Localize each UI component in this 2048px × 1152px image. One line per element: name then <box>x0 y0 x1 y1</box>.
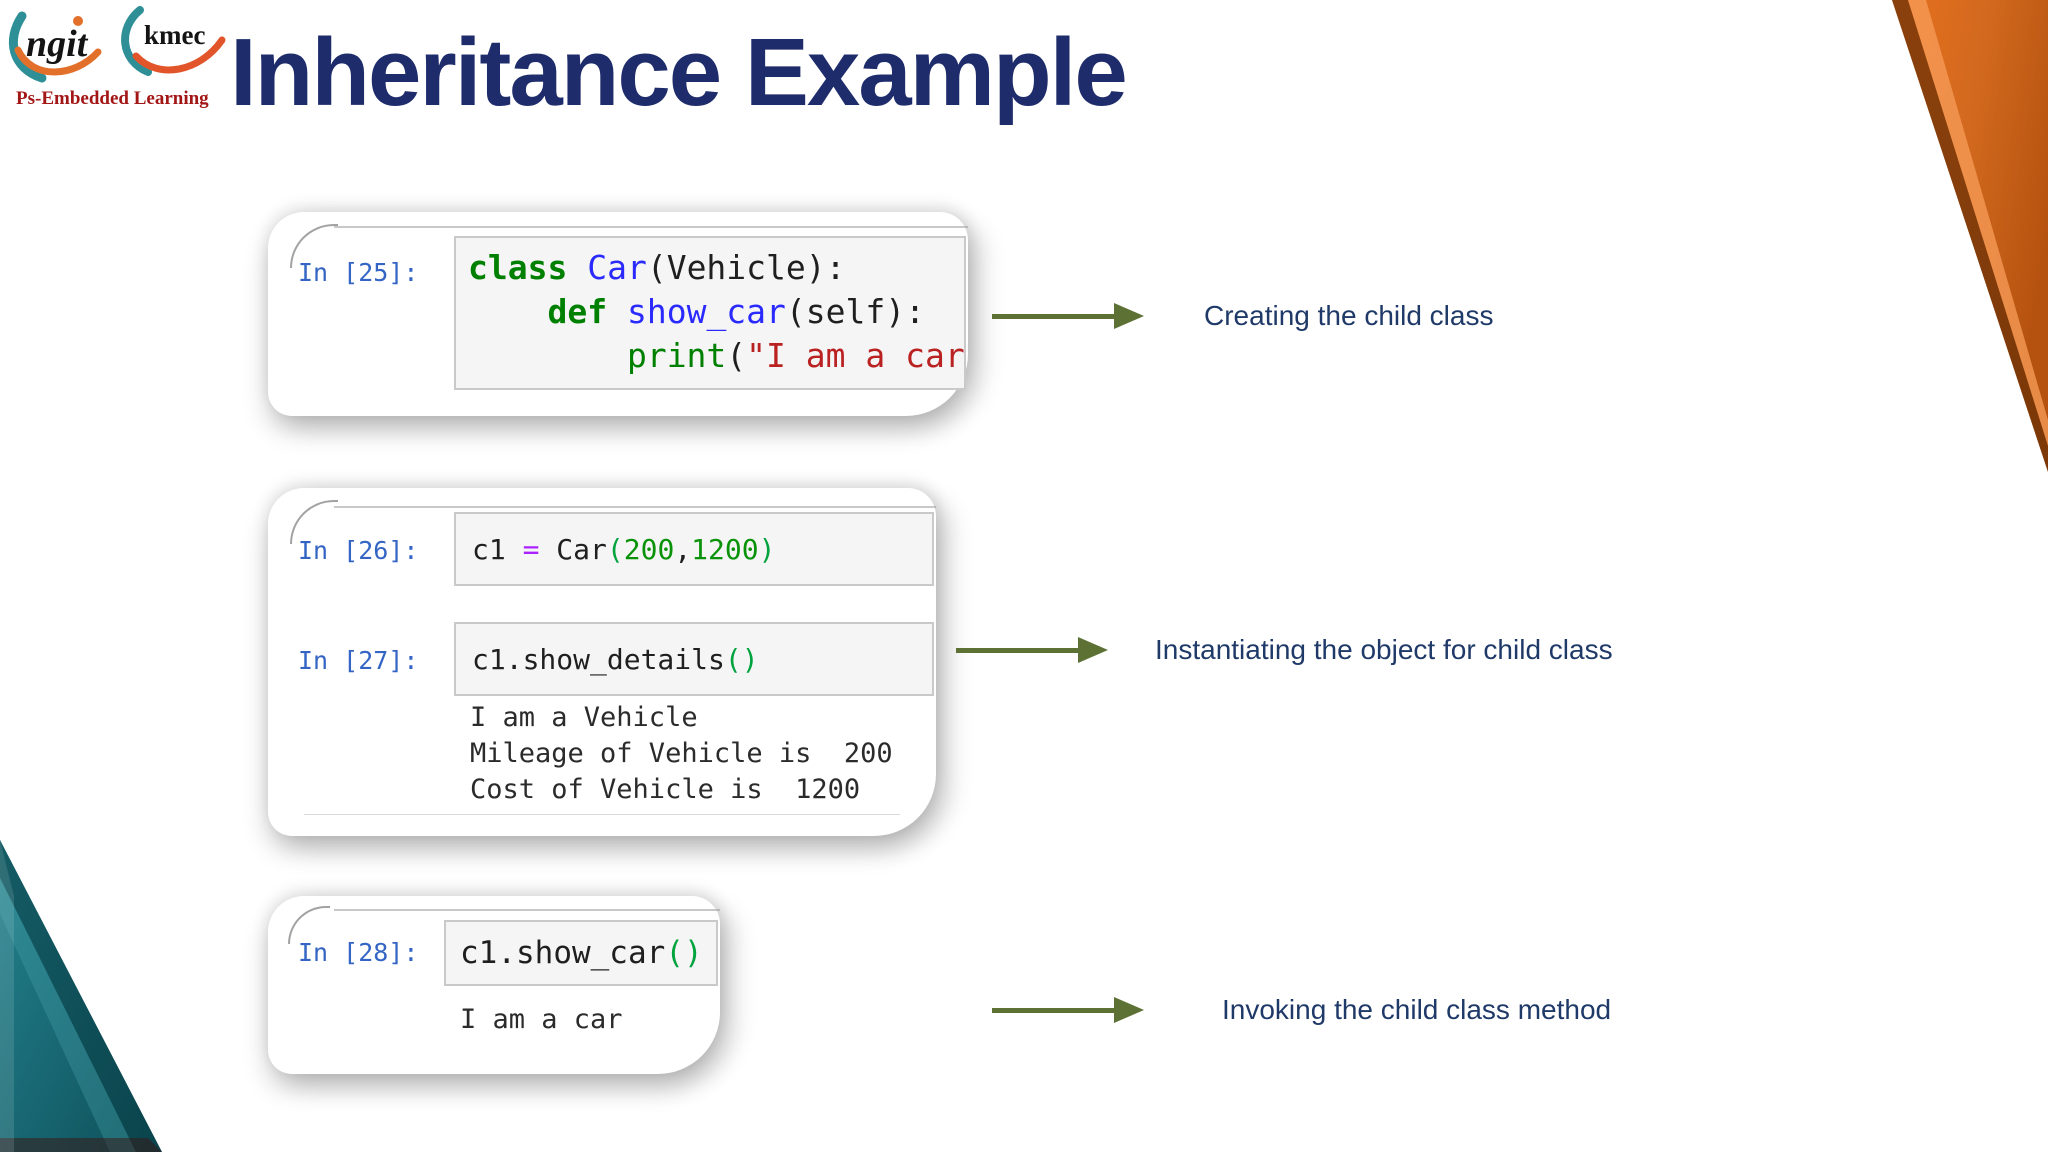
ngit-i-dot <box>73 16 83 26</box>
cell-prompt: In [25]: <box>298 258 419 287</box>
arrow-head-icon <box>1114 303 1144 329</box>
ngit-logo-text: ngit <box>26 23 89 65</box>
annotation-arrow <box>992 303 1144 329</box>
teal-corner-triangle <box>0 840 162 1152</box>
output-line: Cost of Vehicle is 1200 <box>470 774 861 805</box>
cell-top-border <box>334 226 968 228</box>
code-input-area: class Car(Vehicle): def show_car(self): … <box>454 236 966 390</box>
annotation-label: Creating the child class <box>1204 300 1494 331</box>
arrow-head-icon <box>1078 637 1108 663</box>
notebook-cell-card-2: In [26]: c1 = Car(200,1200) In [27]: c1.… <box>268 488 936 836</box>
annotation-label: Instantiating the object for child class <box>1155 634 1613 665</box>
code-line: def show_car(self): <box>547 292 925 331</box>
ngit-logo: ngit <box>8 11 102 83</box>
arrow-line <box>992 313 1114 319</box>
notebook-cell-card-1: In [25]: class Car(Vehicle): def show_ca… <box>268 212 968 416</box>
ngit-orange-swoosh <box>14 46 102 76</box>
kmec-orange-swoosh <box>132 36 226 74</box>
ngit-teal-swoosh <box>8 11 47 83</box>
cell-top-border <box>334 909 720 911</box>
code-line: class Car(Vehicle): <box>468 248 846 287</box>
page-title: Inheritance Example <box>230 19 1128 126</box>
code-input-area: c1 = Car(200,1200) <box>454 512 934 586</box>
code-line: c1.show_details() <box>472 642 759 676</box>
cell-output-text: I am a car <box>460 1004 623 1035</box>
notebook-cell-card-3: In [28]: c1.show_car() I am a car <box>268 896 720 1074</box>
cell-prompt: In [28]: <box>298 938 419 967</box>
kmec-logo-text: kmec <box>144 20 205 50</box>
annotation-arrow <box>992 997 1144 1023</box>
logo-group: ngit kmec Ps-Embedded Learning <box>4 2 234 114</box>
annotation-arrow <box>956 637 1108 663</box>
code-line: c1.show_car() <box>460 935 703 971</box>
cell-divider <box>304 814 900 815</box>
orange-corner-triangle <box>1892 0 2048 472</box>
output-line: Mileage of Vehicle is 200 <box>470 738 893 769</box>
code-input-area: c1.show_details() <box>454 622 934 696</box>
cell-prompt: In [26]: <box>298 536 419 565</box>
cell-prompt: In [27]: <box>298 646 419 675</box>
arrow-line <box>956 647 1078 653</box>
annotation-label: Invoking the child class method <box>1222 994 1612 1025</box>
cell-top-border <box>334 506 936 508</box>
code-input-area: c1.show_car() <box>444 920 718 986</box>
kmec-teal-swoosh <box>121 6 152 76</box>
kmec-logo: kmec <box>121 6 226 76</box>
code-line: print("I am a car") <box>626 336 966 375</box>
logo-caption: Ps-Embedded Learning <box>16 88 209 109</box>
code-line: c1 = Car(200,1200) <box>472 532 776 566</box>
output-line: I am a car <box>460 1004 623 1035</box>
output-line: I am a Vehicle <box>470 702 698 733</box>
arrow-head-icon <box>1114 997 1144 1023</box>
arrow-line <box>992 1007 1114 1013</box>
